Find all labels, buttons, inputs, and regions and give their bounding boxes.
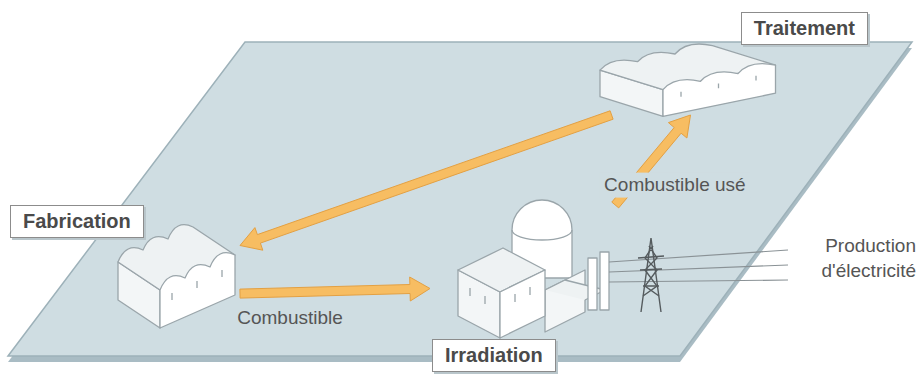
power-lines <box>609 250 788 282</box>
node-title: Irradiation <box>445 343 543 367</box>
output-label: Production d'électricité <box>796 234 916 283</box>
flow-label: Combustible <box>237 307 343 330</box>
name-tag: Irradiation <box>432 339 556 372</box>
process-node: Irradiation <box>430 205 625 372</box>
node-title: Fabrication <box>23 209 131 233</box>
fabrication-building <box>118 225 235 328</box>
platform <box>8 42 912 362</box>
pylon <box>638 238 664 312</box>
name-tag: Fabrication <box>10 205 144 238</box>
process-node: Traitement <box>598 8 870 115</box>
process-node: Fabrication <box>10 200 240 330</box>
flow-label: Combustible usé <box>599 173 751 198</box>
node-title: Traitement <box>754 16 855 40</box>
treatment-building <box>600 44 776 116</box>
name-tag: Traitement <box>741 12 868 45</box>
flow-arrow <box>240 277 430 301</box>
flow-arrow <box>240 111 613 250</box>
reactor <box>458 200 609 338</box>
